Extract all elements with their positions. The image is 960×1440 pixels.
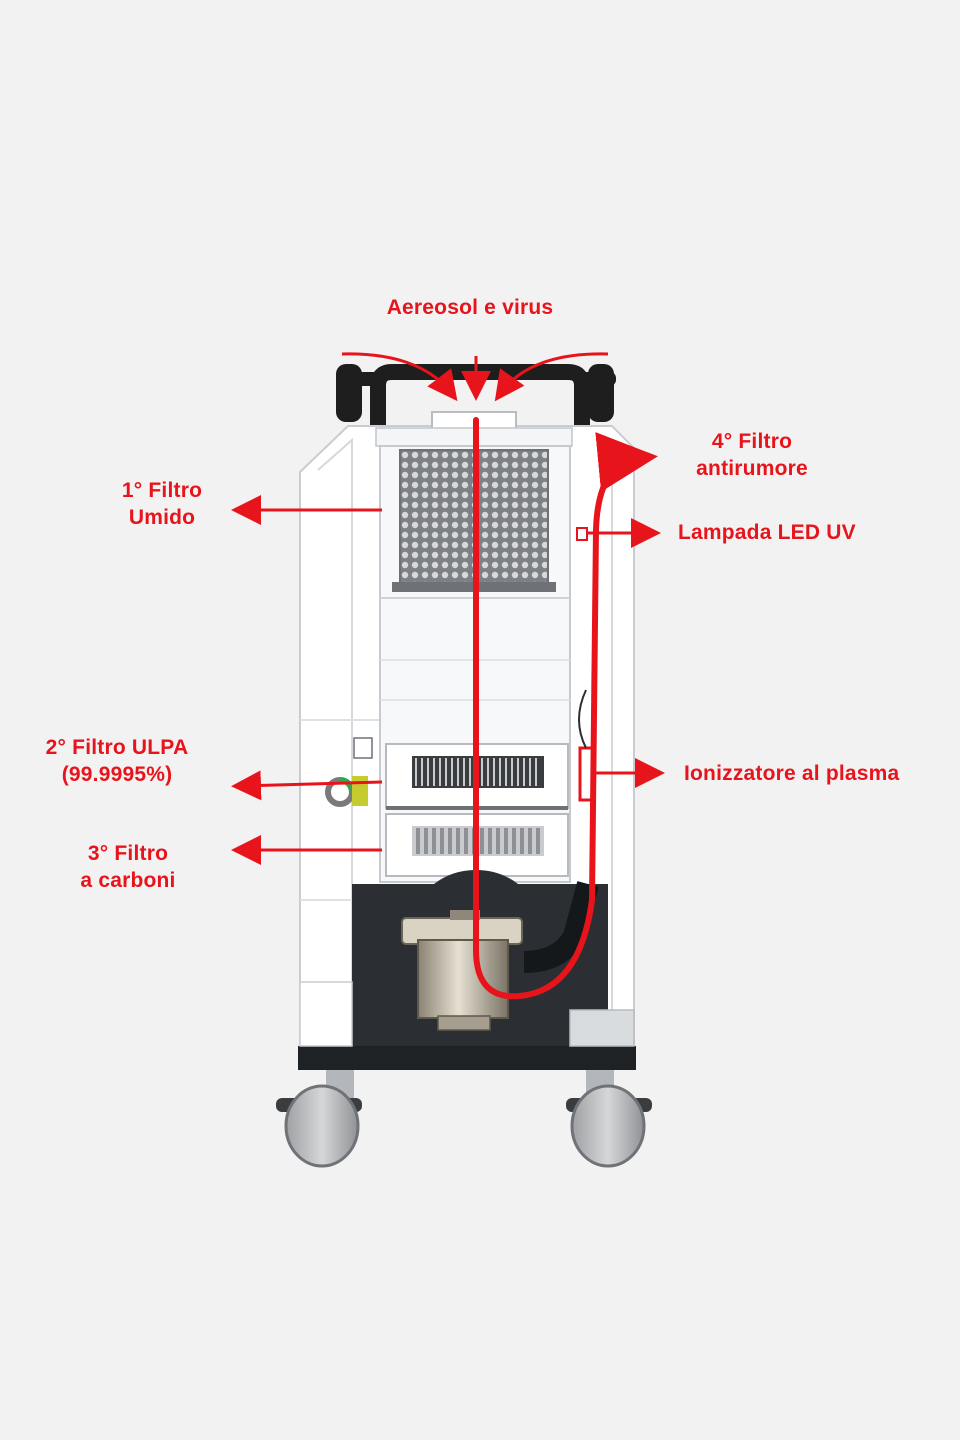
carbon-pleat [504, 828, 508, 854]
callout-arrows [231, 495, 665, 865]
label-filter4-line1: 4° Filtro [711, 430, 793, 453]
carbon-pleat [464, 828, 468, 854]
label-filter1: 1° Filtro Umido [92, 477, 232, 531]
label-uv-lamp-text: Lampada LED UV [678, 521, 856, 544]
carbon-pleat [456, 828, 460, 854]
carbon-pleat [536, 828, 540, 854]
carbon-pleat [480, 828, 484, 854]
carbon-pleat [440, 828, 444, 854]
carbon-pleat [448, 828, 452, 854]
label-ionizer: Ionizzatore al plasma [684, 760, 899, 787]
carbon-pleat [528, 828, 532, 854]
label-aerosol-virus-text: Aereosol e virus [386, 296, 554, 319]
airflow-path [473, 417, 658, 1000]
label-filter3-line1: 3° Filtro [87, 842, 169, 865]
carbon-pleat [512, 828, 516, 854]
label-filter1-line2: Umido [128, 506, 196, 529]
label-filter1-line1: 1° Filtro [121, 479, 203, 502]
label-filter2: 2° Filtro ULPA (99.9995%) [22, 734, 212, 788]
intake-arrows [341, 352, 609, 402]
label-uv-lamp: Lampada LED UV [678, 519, 856, 546]
carbon-pleat [416, 828, 420, 854]
label-filter3-line2: a carboni [80, 869, 176, 892]
carbon-pleat [424, 828, 428, 854]
label-aerosol-virus: Aereosol e virus [300, 294, 640, 321]
carbon-pleat [488, 828, 492, 854]
label-filter2-line2: (99.9995%) [61, 763, 173, 786]
label-filter3: 3° Filtro a carboni [58, 840, 198, 894]
label-filter2-line1: 2° Filtro ULPA [45, 736, 189, 759]
label-ionizer-text: Ionizzatore al plasma [684, 762, 900, 785]
carbon-pleat [432, 828, 436, 854]
uv-lamp-component [576, 527, 588, 541]
carbon-pleat [520, 828, 524, 854]
wheels [276, 1070, 652, 1168]
label-filter4-line2: antirumore [696, 457, 808, 480]
carbon-pleat [496, 828, 500, 854]
label-filter4: 4° Filtro antirumore [672, 428, 832, 482]
motor [401, 910, 523, 1031]
